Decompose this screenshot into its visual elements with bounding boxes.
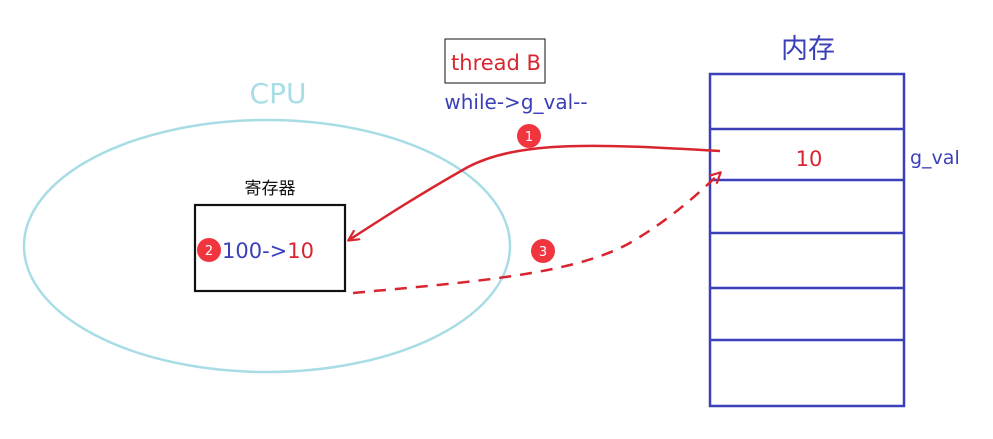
step-3-badge: 3 [531, 239, 555, 263]
memory-variable-name: g_val [910, 147, 960, 169]
step-1-circle [517, 124, 541, 148]
register-old-value: 100-> [222, 239, 287, 263]
step-3-number: 3 [539, 245, 547, 260]
read-arrow [349, 144, 721, 240]
memory-block [708, 72, 906, 408]
step-2-number: 2 [205, 244, 213, 259]
memory-outline [708, 72, 906, 408]
memory-cell-value: 10 [796, 147, 823, 171]
step-1-badge: 1 [517, 124, 541, 148]
step-1-number: 1 [525, 130, 533, 145]
cpu-ellipse [22, 118, 512, 374]
register-title: 寄存器 [245, 179, 296, 199]
cpu-label: CPU [250, 77, 307, 110]
write-back-arrow [352, 173, 720, 295]
step-2-circle [197, 238, 221, 262]
thread-name: thread B [451, 51, 541, 75]
thread-statement: while->g_val-- [444, 90, 587, 114]
step-3-circle [531, 239, 555, 263]
memory-title: 内存 [781, 34, 835, 65]
thread-box [444, 38, 546, 84]
register-new-value: 10 [287, 239, 314, 263]
step-2-badge: 2 [197, 238, 221, 262]
register-value: 100->10 [222, 239, 314, 263]
